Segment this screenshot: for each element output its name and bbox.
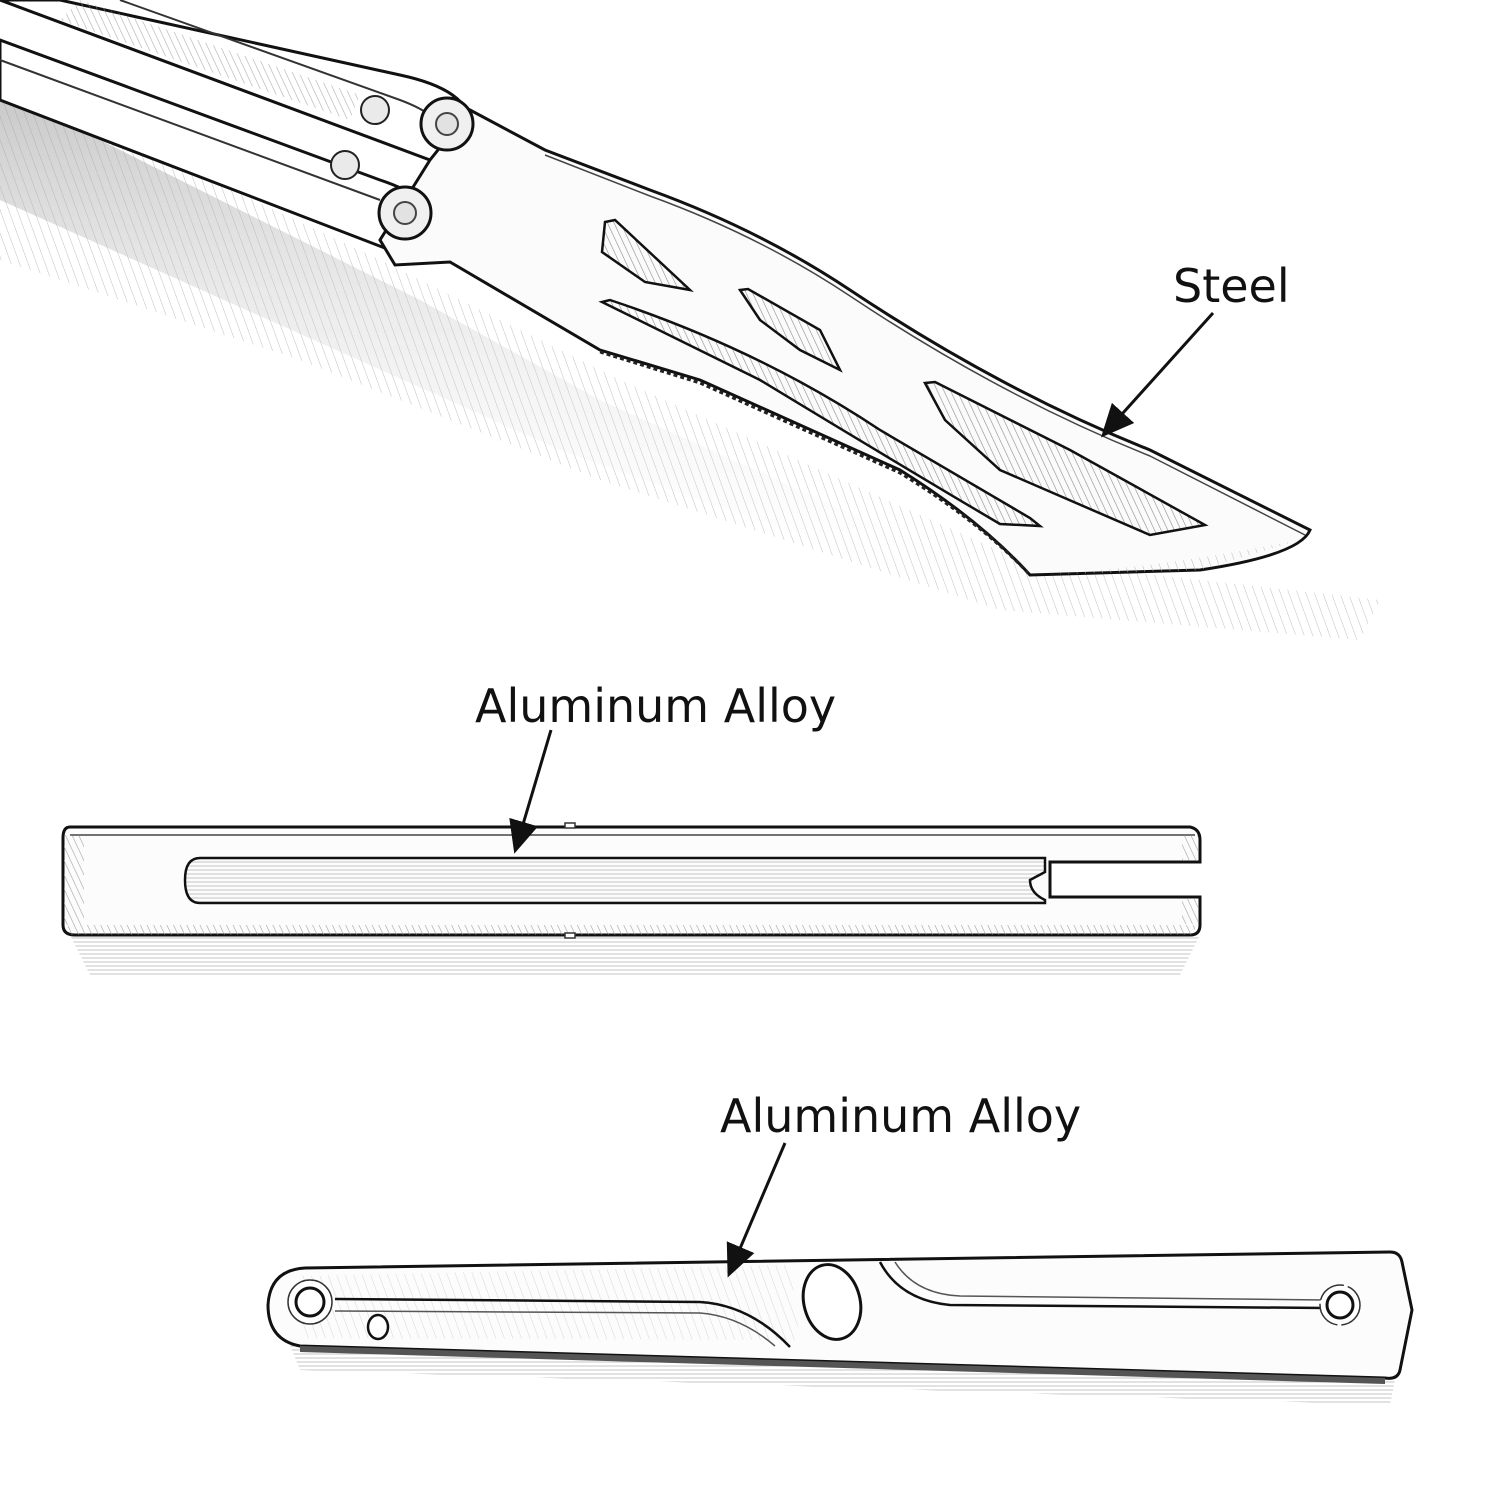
aluminum-top-leader-arrow xyxy=(509,729,553,854)
aluminum-alloy-label-top: Aluminum Alloy xyxy=(475,679,837,733)
handle-side-view xyxy=(61,822,1202,975)
steel-label: Steel xyxy=(1173,259,1290,313)
aluminum-alloy-label-bottom: Aluminum Alloy xyxy=(720,1089,1082,1143)
pivot-pin-upper xyxy=(419,96,475,152)
handle-face-view xyxy=(266,1250,1414,1405)
knife-assembly xyxy=(0,0,1380,640)
pivot-pin-lower xyxy=(377,185,433,241)
aluminum-bottom-leader-arrow xyxy=(726,1142,787,1278)
steel-leader-arrow xyxy=(1100,311,1215,438)
